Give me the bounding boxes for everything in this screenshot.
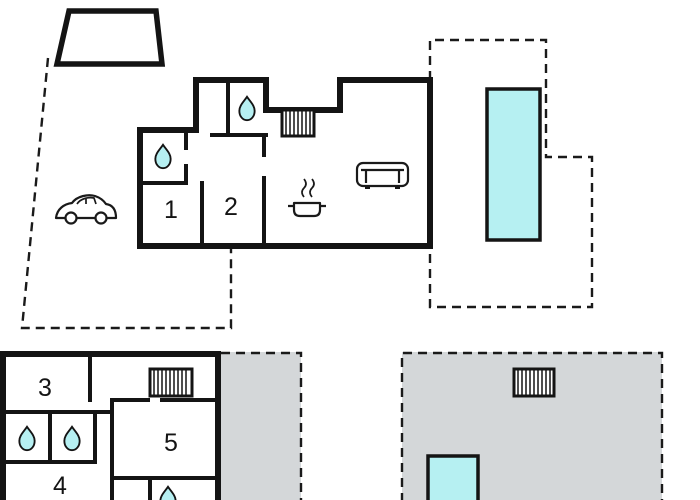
car-icon xyxy=(54,194,118,225)
car-wheel xyxy=(64,211,78,225)
steam-lines xyxy=(301,178,315,198)
stove-icon xyxy=(288,178,326,218)
pool-terrace-boundary-dashed xyxy=(400,351,664,500)
interior-walls xyxy=(1,355,220,500)
water-drop-icon xyxy=(238,95,256,122)
ground-floor-plan: 1 2 xyxy=(20,8,594,330)
room-label-1: 1 xyxy=(164,196,178,224)
room-label-3: 3 xyxy=(38,374,52,402)
garden-boundary-dashed xyxy=(20,57,233,330)
lower-floor-plan: 3 4 5 xyxy=(0,351,664,500)
stairs-box xyxy=(148,367,194,398)
room-label-5: 5 xyxy=(164,429,178,457)
water-drop-icon xyxy=(154,143,172,170)
water-drop-icon xyxy=(18,425,36,452)
room-label-4: 4 xyxy=(53,472,67,500)
sofa-icon xyxy=(355,161,410,189)
house-outline xyxy=(137,77,433,249)
stairs-icon xyxy=(512,367,556,398)
water-drop-icon xyxy=(159,485,177,500)
stairs-icon xyxy=(148,367,194,398)
interior-walls xyxy=(138,80,268,248)
sofa-body xyxy=(355,161,410,188)
pool-area-boundary-dashed xyxy=(428,38,594,309)
pot-body xyxy=(292,201,322,218)
water-drop-icon xyxy=(63,425,81,452)
swimming-pool xyxy=(485,87,542,242)
room-label-2: 2 xyxy=(224,193,238,221)
stairs-steps xyxy=(285,111,311,135)
sofa-cushions xyxy=(361,168,404,183)
swimming-pool xyxy=(426,454,480,500)
stairs-steps xyxy=(517,370,551,395)
stairs-icon xyxy=(280,108,316,138)
carport-outline xyxy=(53,8,166,67)
terrace xyxy=(221,352,301,500)
car-wheel xyxy=(94,211,108,225)
car-windows xyxy=(76,196,97,205)
stairs-steps xyxy=(153,370,187,395)
terrace-boundary-dashed xyxy=(221,351,303,500)
